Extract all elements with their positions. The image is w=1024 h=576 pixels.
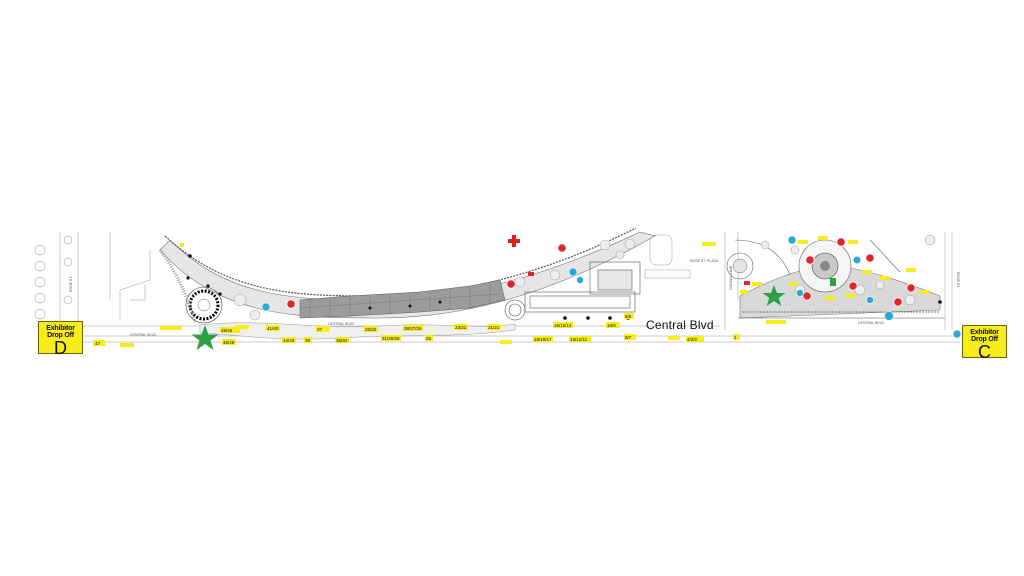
svg-text:10/9: 10/9 — [607, 323, 616, 328]
road-label-central-3: CENTRAL BLVD. — [858, 321, 885, 325]
booth-tag[interactable]: 8/7 — [624, 334, 636, 340]
booth-tag[interactable]: 18/18/17 — [533, 336, 553, 342]
svg-text:18/18/17: 18/18/17 — [534, 337, 552, 342]
booth-tag[interactable]: 31/30/29 — [381, 335, 401, 341]
svg-text:37: 37 — [317, 327, 323, 332]
road-label-central-2: CENTRAL BLVD. — [328, 322, 355, 326]
street-label: Central Blvd — [646, 318, 714, 332]
booth-tag[interactable]: 25 — [425, 335, 433, 341]
booth-tag[interactable]: 48/46 — [220, 327, 240, 333]
svg-text:28/27/26: 28/27/26 — [404, 326, 422, 331]
plaza-blocks — [504, 261, 641, 321]
green-box-marker — [830, 278, 836, 286]
promenade-edge-outer — [164, 227, 637, 297]
drop-off-letter: D — [54, 338, 67, 358]
svg-text:48/46: 48/46 — [221, 328, 233, 333]
booth-tag[interactable]: 1 — [733, 334, 740, 340]
booth-tag[interactable]: 37 — [316, 326, 330, 332]
booth-tag[interactable]: 47 — [93, 340, 105, 346]
booth-tag[interactable]: 28/27/26 — [403, 325, 423, 331]
paving-grid — [299, 283, 501, 318]
road-label-rose-2: ROSE ST. — [69, 276, 73, 292]
booth-tag[interactable]: 4/3/2 — [686, 336, 704, 342]
first-aid-icon[interactable] — [508, 235, 520, 247]
booth-tag[interactable]: 46/45 — [222, 339, 236, 345]
red-marker-rects — [528, 272, 750, 285]
booth-tags: 47 46/45 48/46 44/43 38 37 33/32 28/27/2… — [93, 313, 740, 346]
red-power-marker-icon[interactable] — [286, 237, 916, 309]
svg-text:6/5: 6/5 — [625, 314, 632, 319]
central-paved-area — [299, 279, 506, 319]
svg-text:4/3/2: 4/3/2 — [687, 337, 698, 342]
svg-text:38: 38 — [305, 338, 311, 343]
booth-tag[interactable]: 41/40 — [266, 325, 280, 331]
water-drop-icon[interactable] — [261, 235, 962, 339]
svg-text:8/7: 8/7 — [625, 335, 632, 340]
drop-off-title: Exhibitor Drop Off — [46, 325, 75, 339]
tree-row-left — [34, 235, 73, 320]
booth-tag[interactable]: 35/34 — [335, 337, 349, 343]
drop-off-letter: C — [978, 342, 991, 362]
svg-text:16/15/14: 16/15/14 — [554, 323, 572, 328]
svg-text:47: 47 — [95, 341, 101, 346]
exhibitor-drop-off-c[interactable]: Exhibitor Drop Off C — [962, 325, 1007, 362]
road-label-osceola: OSCEOLA AVE. — [729, 265, 733, 290]
booth-tag[interactable]: 6/5 — [624, 313, 634, 319]
svg-text:21/21: 21/21 — [488, 325, 500, 330]
road-label-rose-1: ROSE ST. — [956, 272, 960, 288]
booth-tag[interactable]: 16/15/14 — [553, 322, 573, 328]
star-marker-icon[interactable] — [191, 285, 786, 350]
booth-tag[interactable]: 38 — [304, 337, 312, 343]
svg-text:41/40: 41/40 — [267, 326, 279, 331]
booth-tag[interactable]: 13/12/11 — [569, 336, 591, 342]
svg-text:33/32: 33/32 — [365, 327, 377, 332]
svg-text:13/12/11: 13/12/11 — [570, 337, 588, 342]
lamp-posts — [186, 254, 942, 320]
booth-tag[interactable]: 44/43 — [282, 337, 296, 343]
svg-text:1: 1 — [734, 335, 737, 340]
road-label-central-1: CENTRAL BLVD. — [130, 333, 157, 337]
booth-tag[interactable]: 33/32 — [364, 326, 378, 332]
booth-tag[interactable]: 23/22 — [454, 324, 468, 330]
amphitheater-circle — [185, 286, 223, 324]
exhibitor-drop-off-d[interactable]: Exhibitor Drop Off D — [38, 321, 83, 358]
road-label-rose-plaza: ROSE ST. PLAZA — [690, 259, 719, 263]
svg-text:44/43: 44/43 — [283, 338, 295, 343]
svg-text:23/22: 23/22 — [455, 325, 467, 330]
svg-text:46/45: 46/45 — [223, 340, 235, 345]
small-tags — [120, 236, 929, 347]
booth-tag[interactable]: 21/21 — [487, 324, 501, 330]
svg-text:25: 25 — [426, 336, 432, 341]
drop-off-title: Exhibitor Drop Off — [970, 329, 999, 343]
svg-text:31/30/29: 31/30/29 — [382, 336, 400, 341]
booth-tag[interactable]: 10/9 — [606, 322, 620, 328]
svg-text:35/34: 35/34 — [336, 338, 348, 343]
